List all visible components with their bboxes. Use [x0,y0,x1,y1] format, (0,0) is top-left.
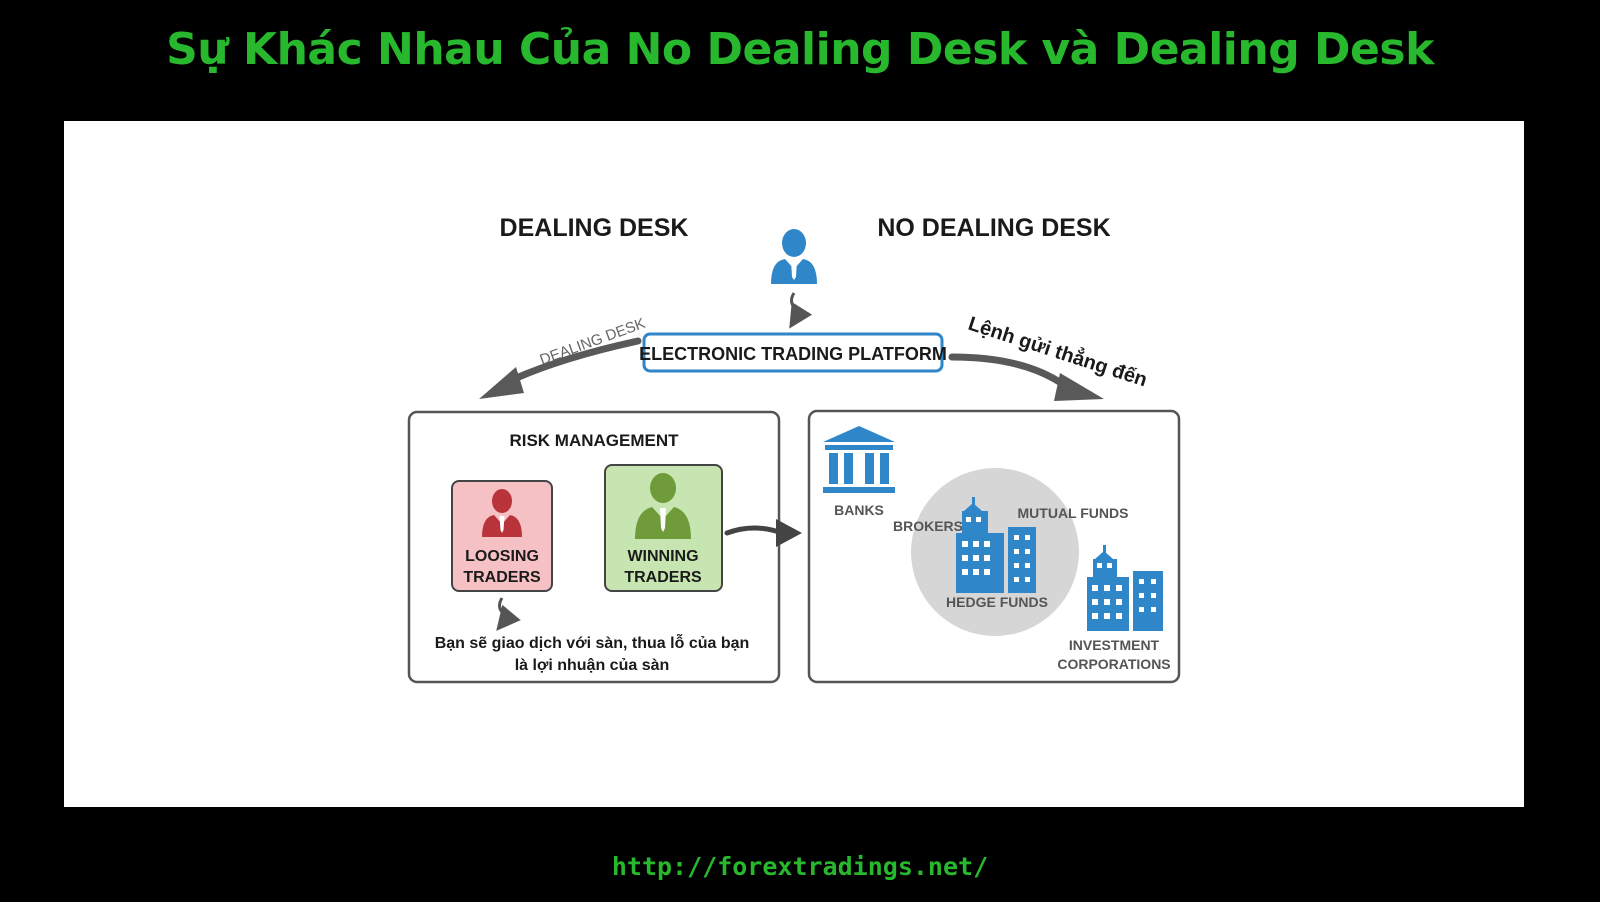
building-icon-investment [1087,545,1163,631]
hedge-funds-label: HEDGE FUNDS [946,594,1048,610]
investment-label-line1: INVESTMENT [1069,637,1160,653]
mutual-funds-label: MUTUAL FUNDS [1018,505,1129,521]
winning-to-market-arrow [724,519,802,547]
winning-trader-icon [635,473,691,539]
direct-order-arrow [948,353,1104,401]
trader-icon [771,229,817,284]
banks-label: BANKS [834,502,884,518]
bank-icon [823,426,895,493]
no-dealing-desk-heading: NO DEALING DESK [877,214,1110,242]
risk-management-label: RISK MANAGEMENT [509,431,679,450]
brokers-label: BROKERS [893,518,963,534]
loosing-down-arrow [496,597,521,631]
dealing-desk-diagram: DEALING DESK NO DEALING DESK ELECTRONIC … [407,214,1181,684]
loosing-trader-icon [482,489,522,537]
note-line-2: là lợi nhuận của sàn [515,657,670,674]
investment-label-line2: CORPORATIONS [1057,656,1170,672]
platform-label: ELECTRONIC TRADING PLATFORM [639,344,947,364]
footer-url[interactable]: http://forextradings.net/ [611,852,989,881]
winning-traders-line1: WINNING [627,548,698,565]
page-title: Sự Khác Nhau Của No Dealing Desk và Deal… [166,24,1434,75]
note-line-1: Bạn sẽ giao dịch với sàn, thua lỗ của bạ… [435,633,750,652]
platform-box [642,332,944,373]
loosing-traders-line1: LOOSING [465,548,539,565]
diagram-panel: DEALING DESK NO DEALING DESK ELECTRONIC … [64,121,1524,807]
dealing-desk-heading: DEALING DESK [500,214,689,242]
winning-traders-line2: TRADERS [624,569,702,586]
loosing-traders-line2: TRADERS [463,569,541,586]
trader-down-arrow [789,292,813,329]
dealing-desk-arrow [479,337,642,399]
building-icon [956,497,1036,593]
